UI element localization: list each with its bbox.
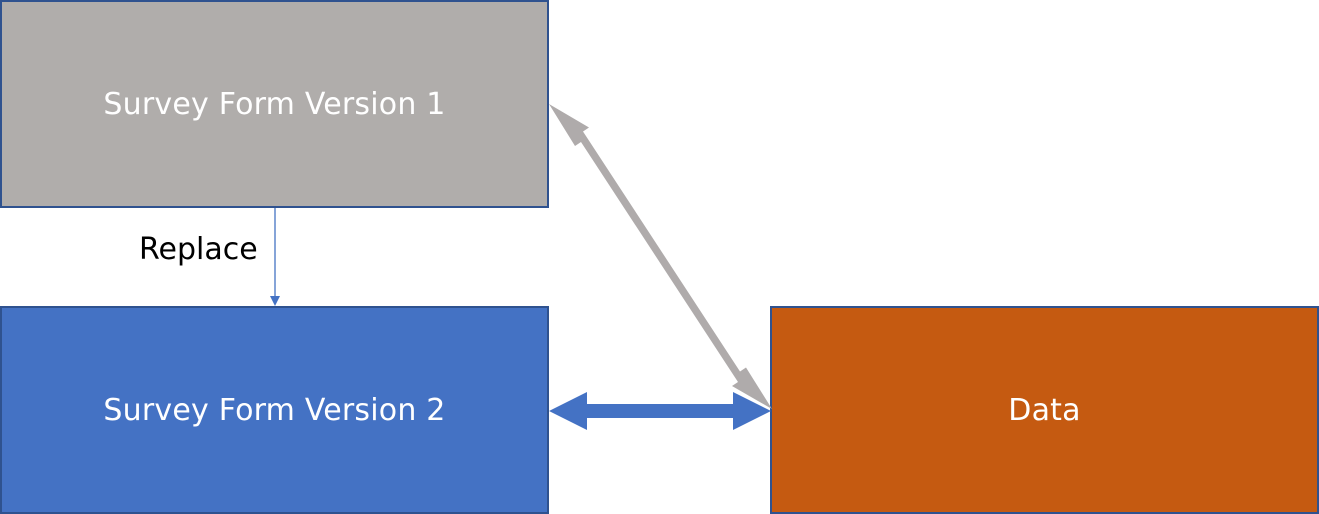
- survey-form-version-1-label: Survey Form Version 1: [103, 86, 446, 122]
- survey-form-version-1-box: Survey Form Version 1: [0, 0, 549, 208]
- v1-data-double-arrow: [549, 104, 772, 409]
- replace-label: Replace: [139, 232, 258, 267]
- data-box: Data: [770, 306, 1319, 514]
- survey-form-version-2-label: Survey Form Version 2: [103, 392, 446, 428]
- v2-data-double-arrow: [549, 392, 771, 430]
- replace-arrow-head: [270, 296, 280, 306]
- data-label: Data: [1008, 392, 1081, 428]
- survey-form-version-2-box: Survey Form Version 2: [0, 306, 549, 514]
